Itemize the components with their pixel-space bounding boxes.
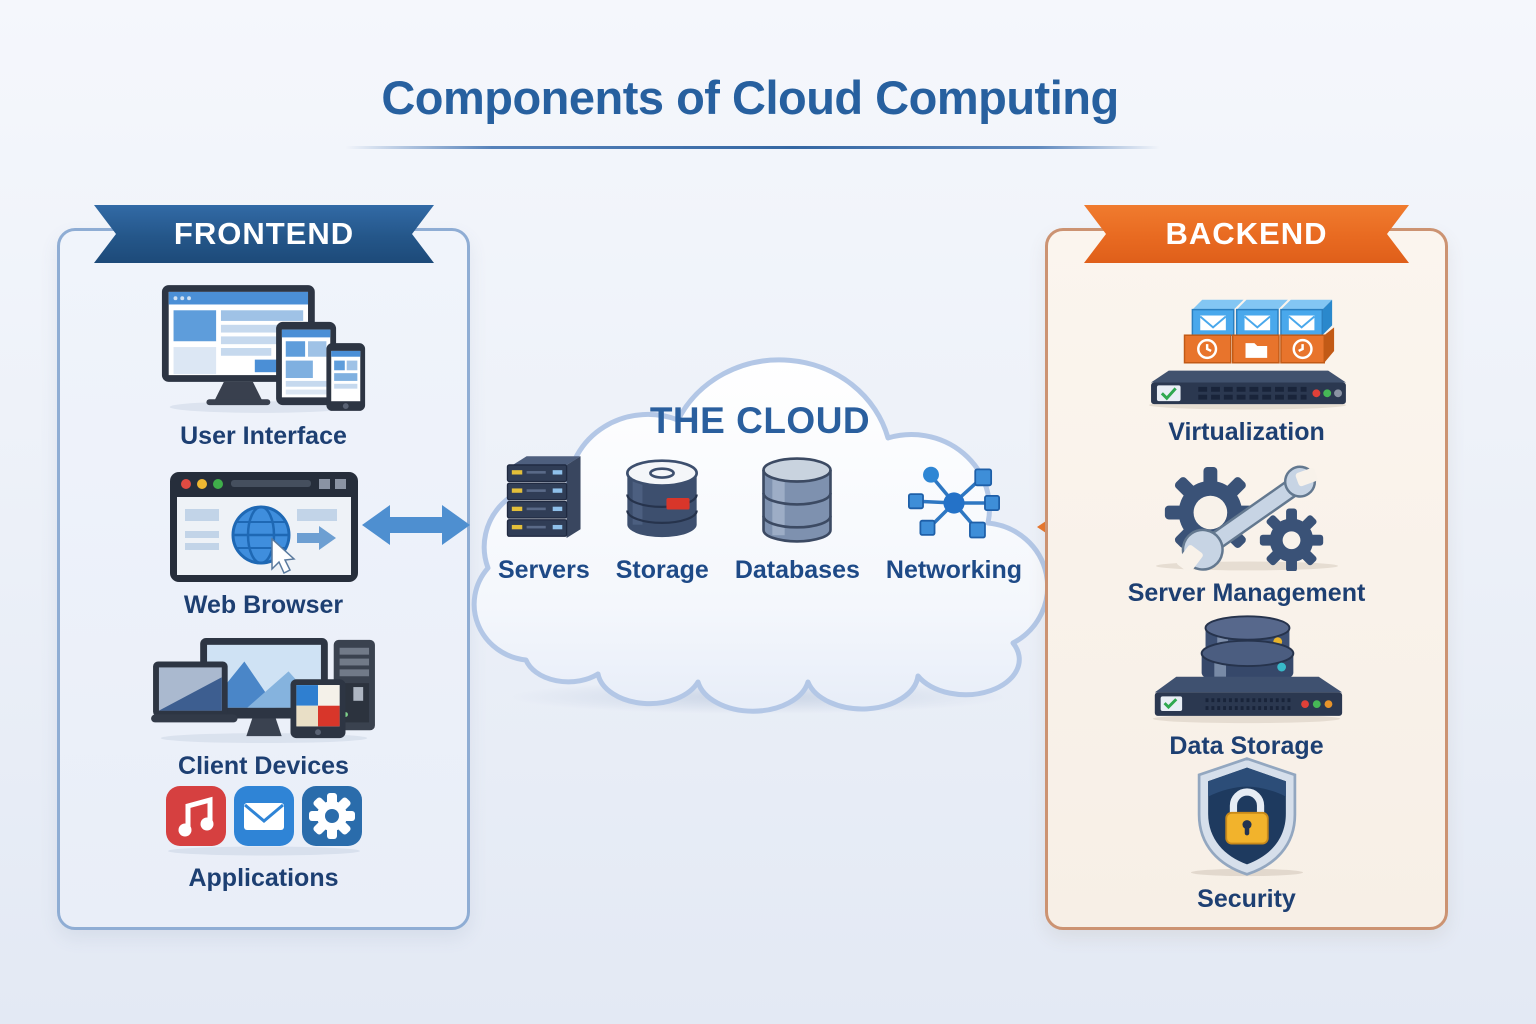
frontend-item-user-interface: User Interface: [60, 283, 467, 451]
backend-panel: Virtualization: [1045, 228, 1448, 930]
client-devices-icon: [149, 636, 379, 744]
frontend-panel: User Interface: [57, 228, 470, 930]
frontend-item-applications: Applications: [60, 786, 467, 893]
item-label: Applications: [188, 864, 339, 892]
item-label: Storage: [615, 556, 709, 584]
item-label: Databases: [734, 556, 860, 584]
browser-globe-icon: [169, 471, 359, 583]
item-label: Server Management: [1127, 579, 1366, 607]
frontend-banner-label: FRONTEND: [173, 216, 355, 251]
backend-item-data-storage: Data Storage: [1048, 614, 1445, 761]
disk-storage-icon: [622, 450, 702, 546]
cloud-items-row: Servers Storage: [448, 450, 1072, 585]
item-label: Client Devices: [178, 752, 349, 780]
title-underline: [345, 146, 1160, 149]
page-title: Components of Cloud Computing: [381, 71, 1119, 124]
frontend-item-client-devices: Client Devices: [60, 636, 467, 781]
backend-banner: BACKEND: [1084, 205, 1409, 263]
shield-lock-icon: [1188, 755, 1306, 877]
item-label: Web Browser: [183, 591, 344, 619]
virtualization-boxes-icon: [1141, 286, 1353, 410]
frontend-item-web-browser: Web Browser: [60, 471, 467, 620]
data-storage-server-icon: [1147, 614, 1347, 724]
cloud-item-storage: Storage: [616, 450, 709, 585]
cloud-item-databases: Databases: [735, 454, 860, 585]
item-label: Networking: [885, 556, 1023, 584]
item-label: Servers: [497, 556, 590, 584]
responsive-devices-icon: [160, 283, 368, 414]
cloud-item-servers: Servers: [498, 450, 590, 585]
item-label: Virtualization: [1168, 418, 1325, 446]
backend-banner-label: BACKEND: [1165, 216, 1328, 251]
item-label: Security: [1197, 885, 1296, 913]
cloud-title: THE CLOUD: [649, 400, 871, 441]
network-nodes-icon: [907, 460, 1000, 546]
cloud-item-networking: Networking: [886, 460, 1022, 585]
database-cylinder-icon: [760, 454, 834, 546]
backend-item-security: Security: [1048, 755, 1445, 914]
frontend-banner: FRONTEND: [94, 205, 434, 263]
gears-wrench-icon: [1153, 457, 1341, 573]
frontend-cloud-arrow: [362, 505, 470, 545]
item-label: Data Storage: [1169, 732, 1324, 760]
cloud-section: THE CLOUD: [448, 328, 1072, 724]
item-label: User Interface: [180, 422, 347, 450]
backend-item-server-management: Server Management: [1048, 457, 1445, 608]
backend-item-virtualization: Virtualization: [1048, 286, 1445, 447]
app-tiles-icon: [165, 786, 362, 856]
server-rack-icon: [504, 450, 584, 546]
